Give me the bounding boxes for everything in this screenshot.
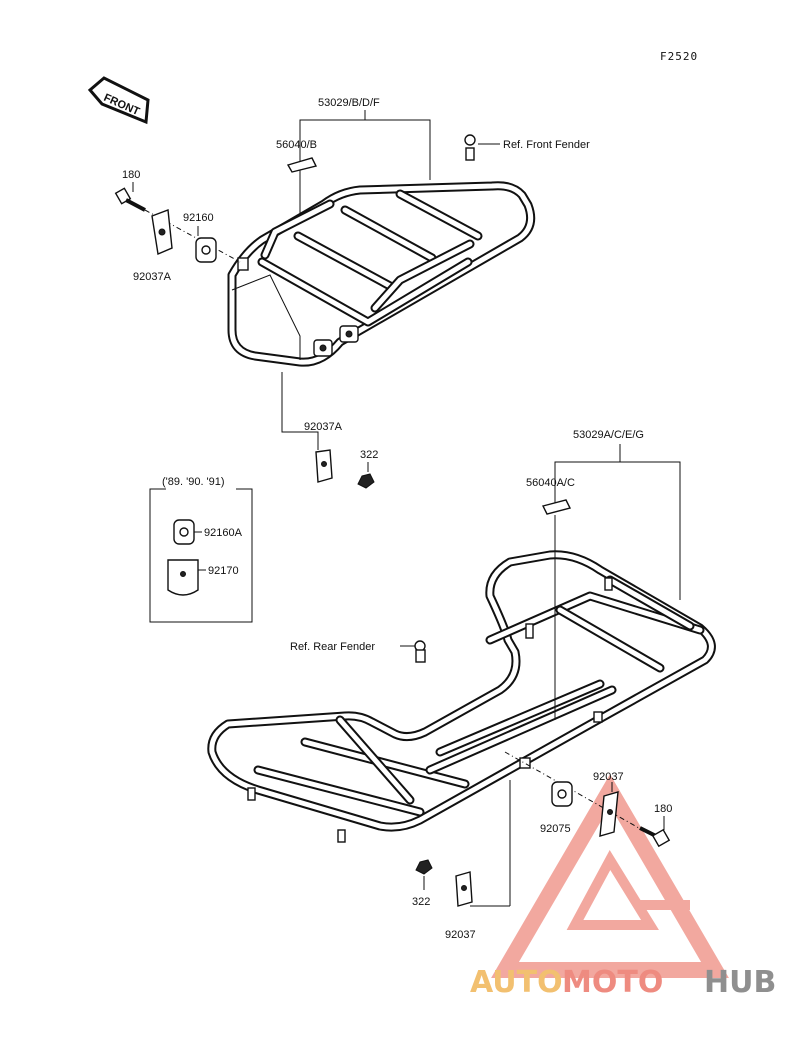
watermark-part1: AUTO xyxy=(470,965,563,1000)
watermark-logo xyxy=(491,774,729,978)
label-ref-rear-fender: Ref. Rear Fender xyxy=(290,641,375,653)
bolt-180-rear xyxy=(639,826,671,848)
label-bolt-front: 180 xyxy=(122,169,140,181)
watermark-text: AUTO MOTO HUB xyxy=(470,965,776,1000)
year-note-box xyxy=(149,488,253,623)
year-note: ('89. '90. '91) xyxy=(162,476,225,488)
nut-322-rear xyxy=(415,859,433,875)
front-carrier xyxy=(227,134,536,367)
label-clamp-alt: 92170 xyxy=(208,565,239,577)
rear-carrier xyxy=(207,550,716,843)
label-bracket-rear-lower: 92037 xyxy=(445,929,476,941)
label-bracket-rear-right: 92037 xyxy=(593,771,624,783)
nut-322-front xyxy=(357,473,375,489)
label-ref-front-fender: Ref. Front Fender xyxy=(503,139,590,151)
front-arrow-icon: FRONT xyxy=(87,76,150,125)
label-damper-rear: 92075 xyxy=(540,823,571,835)
label-front-carrier: 53029/B/D/F xyxy=(318,97,380,109)
label-bracket-front-lower: 92037A xyxy=(304,421,343,433)
leader-rear-carrier xyxy=(554,461,681,600)
label-bracket-front: 92037A xyxy=(133,271,172,283)
label-bolt-rear: 180 xyxy=(654,803,672,815)
watermark-part2: MOTO xyxy=(562,965,663,1000)
reflector-front xyxy=(286,157,318,173)
clamp-92170 xyxy=(167,559,199,596)
bolt-180-front xyxy=(114,187,146,212)
label-nut-rear: 322 xyxy=(412,896,430,908)
watermark-part3: HUB xyxy=(704,965,776,1000)
label-damper-alt: 92160A xyxy=(204,527,243,539)
label-front-reflector: 56040/B xyxy=(276,139,317,151)
figure-code: F2520 xyxy=(660,50,698,63)
reflector-rear xyxy=(541,499,572,515)
label-damper-front: 92160 xyxy=(183,212,214,224)
label-rear-reflector: 56040A/C xyxy=(526,477,575,489)
label-nut-front: 322 xyxy=(360,449,378,461)
label-rear-carrier: 53029A/C/E/G xyxy=(573,429,644,441)
